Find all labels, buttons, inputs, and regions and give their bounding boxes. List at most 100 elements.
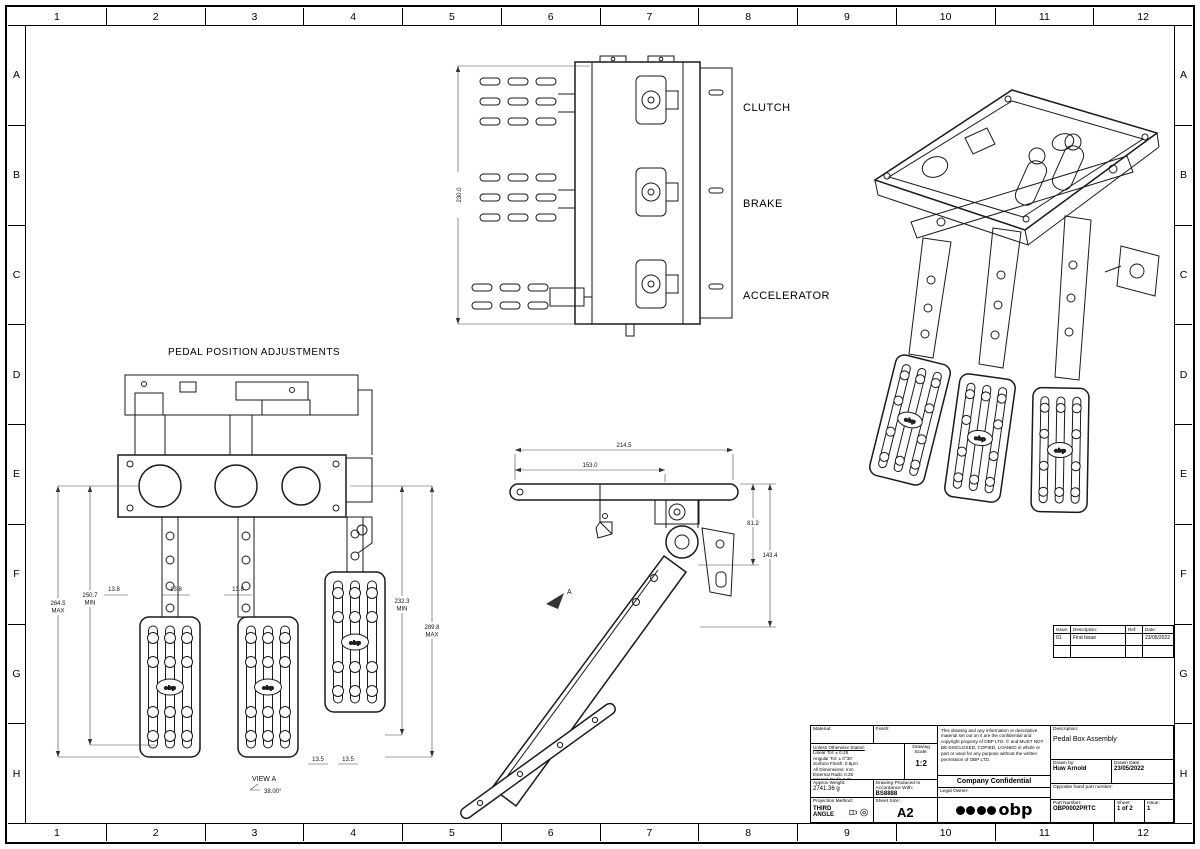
grid-ref-label: 6 (500, 8, 600, 25)
description-label: Description: (1053, 727, 1079, 732)
projection-label: Projection Method: (813, 799, 853, 804)
dim-left-inner-suffix: MIN (85, 601, 96, 607)
rev-header-date: Date: (1145, 627, 1156, 632)
accelerator-label: ACCELERATOR (743, 290, 831, 302)
dim-side-lower: 143.4 (762, 553, 778, 559)
adjustments-title: PEDAL POSITION ADJUSTMENTS (168, 347, 341, 358)
adjustments-view-drawing: obp (45, 374, 446, 795)
grid-ref-label: 8 (698, 824, 797, 841)
accordance-value: BS8888 (875, 791, 898, 797)
rev-issue: 01 (1054, 634, 1071, 645)
obp-logo-dot (955, 805, 965, 815)
view-a-arrow-label: A (567, 589, 572, 596)
weight-value: 2741.36 g (813, 786, 840, 792)
grid-ref-label: 7 (599, 8, 699, 25)
grid-ref-label: A (12, 69, 20, 82)
grid-ref-label: F (1175, 523, 1192, 624)
grid-ref-label: G (1175, 623, 1192, 724)
grid-ref-label: 6 (500, 824, 600, 841)
third-angle-projection-icon (849, 808, 869, 816)
tolerance-line: Internal Radii: 0.25 (813, 777, 902, 779)
dim-left-inner-value: 250.7 (82, 593, 98, 599)
grid-ref-label: 11 (994, 824, 1094, 841)
dim-pad-1: 13.5 (312, 757, 324, 763)
dim-left-outer-value: 264.5 (50, 601, 66, 607)
drawn-date-label: Drawn Date: (1114, 761, 1141, 766)
material-label: Material: (813, 727, 832, 732)
part-number-value: OBP0002PRTC (1053, 806, 1096, 812)
grid-ref-label: 5 (402, 8, 501, 25)
copyright-text: This drawing and any information or desc… (938, 726, 1050, 776)
drawn-by-label: Drawn by: (1053, 761, 1075, 766)
obp-logo-dot (987, 805, 997, 815)
tolerance-line: External Radii: 0.25 (813, 772, 854, 778)
dim-pitch-2: 13.8 (170, 587, 182, 593)
tolerance-line: Unless Otherwise Stated: (813, 745, 865, 750)
adj-clutch-pad (139, 616, 201, 758)
grid-ref-label: 9 (797, 824, 896, 841)
iso-clutch-pad (867, 352, 953, 488)
grid-ref-label: 4 (303, 8, 402, 25)
drawn-by-value: Huw Arnold (1053, 766, 1087, 772)
grid-ref-label: C (1175, 224, 1192, 325)
sheet-size-value: A2 (896, 805, 914, 820)
title-block: Material: Finish: Unless Otherwise State… (810, 725, 1174, 823)
opposite-hand-label: Opposite hand part number: (1053, 785, 1113, 790)
drawn-date-value: 23/05/2022 (1114, 766, 1145, 772)
grid-ref-label: 1 (53, 826, 60, 839)
tolerance-line: Surface Finish: 0.8μm (813, 761, 858, 767)
issue-value: 1 (1147, 806, 1151, 812)
tolerance-block: Unless Otherwise Stated:Linear Tol: ± 0.… (811, 744, 906, 779)
iso-accelerator-pad (1030, 386, 1090, 514)
grid-ref-label: 3 (204, 824, 304, 841)
issue-label: Issue: (1147, 801, 1160, 806)
legal-owner-label: Legal Owner: (940, 789, 969, 794)
grid-ref-label: D (1175, 324, 1192, 424)
view-a-arrow-icon (546, 593, 564, 609)
rev-date: 23/05/2022 (1145, 635, 1171, 641)
accordance-label: Drawing Produced In Accordance With: (875, 781, 921, 791)
dim-pitch-3: 13.8 (232, 587, 244, 593)
dim-side-total: 214.5 (616, 443, 632, 449)
grid-ref-label: 5 (402, 824, 501, 841)
grid-ref-label: 9 (797, 8, 896, 25)
grid-ref-label: E (8, 424, 25, 524)
dim-right-outer-value: 289.8 (424, 625, 440, 631)
description-value: Pedal Box Assembly (1053, 736, 1117, 743)
accelerator-pedal-pad (471, 283, 592, 310)
grid-ref-label: 2 (105, 824, 205, 841)
side-view-drawing: 214.5 153.0 81.2 143.4 A (460, 443, 780, 820)
grid-ref-label: 1 (53, 10, 60, 23)
dim-right-inner-value: 232.3 (394, 599, 410, 605)
adj-brake-pad (237, 616, 299, 758)
grid-ref-label: E (1175, 424, 1192, 524)
grid-ref-label: 3 (204, 8, 304, 25)
grid-ref-label: F (8, 523, 25, 624)
rev-header-description: Description: (1071, 626, 1126, 633)
brake-pedal-pad (479, 173, 575, 222)
finish-label: Finish: (875, 727, 890, 732)
clutch-label: CLUTCH (743, 102, 791, 114)
rev-description: First Issue (1071, 634, 1126, 645)
grid-ref-label: D (8, 324, 25, 424)
dim-pad-2: 13.5 (342, 757, 354, 763)
grid-ref-label: 4 (303, 824, 402, 841)
obp-logo-dot (966, 805, 976, 815)
iso-brake-pad (942, 371, 1018, 505)
sheet-size-label: Sheet Size: (875, 799, 901, 804)
grid-ref-label: 12 (1093, 8, 1192, 25)
grid-ref-label: H (1175, 723, 1192, 823)
grid-ref-label: B (8, 124, 25, 225)
weight-label: Approx Weight: (813, 781, 846, 786)
adj-accelerator-pad (324, 571, 386, 713)
tolerance-line: Linear Tol: ± 0.25 (813, 750, 849, 756)
dim-side-inner: 153.0 (582, 463, 598, 469)
scale-label: Drawing Scale: (912, 745, 930, 755)
view-a-angle: 38.00° (264, 789, 282, 795)
grid-ref-label: A (1179, 69, 1187, 82)
grid-ref-label: C (8, 224, 25, 325)
